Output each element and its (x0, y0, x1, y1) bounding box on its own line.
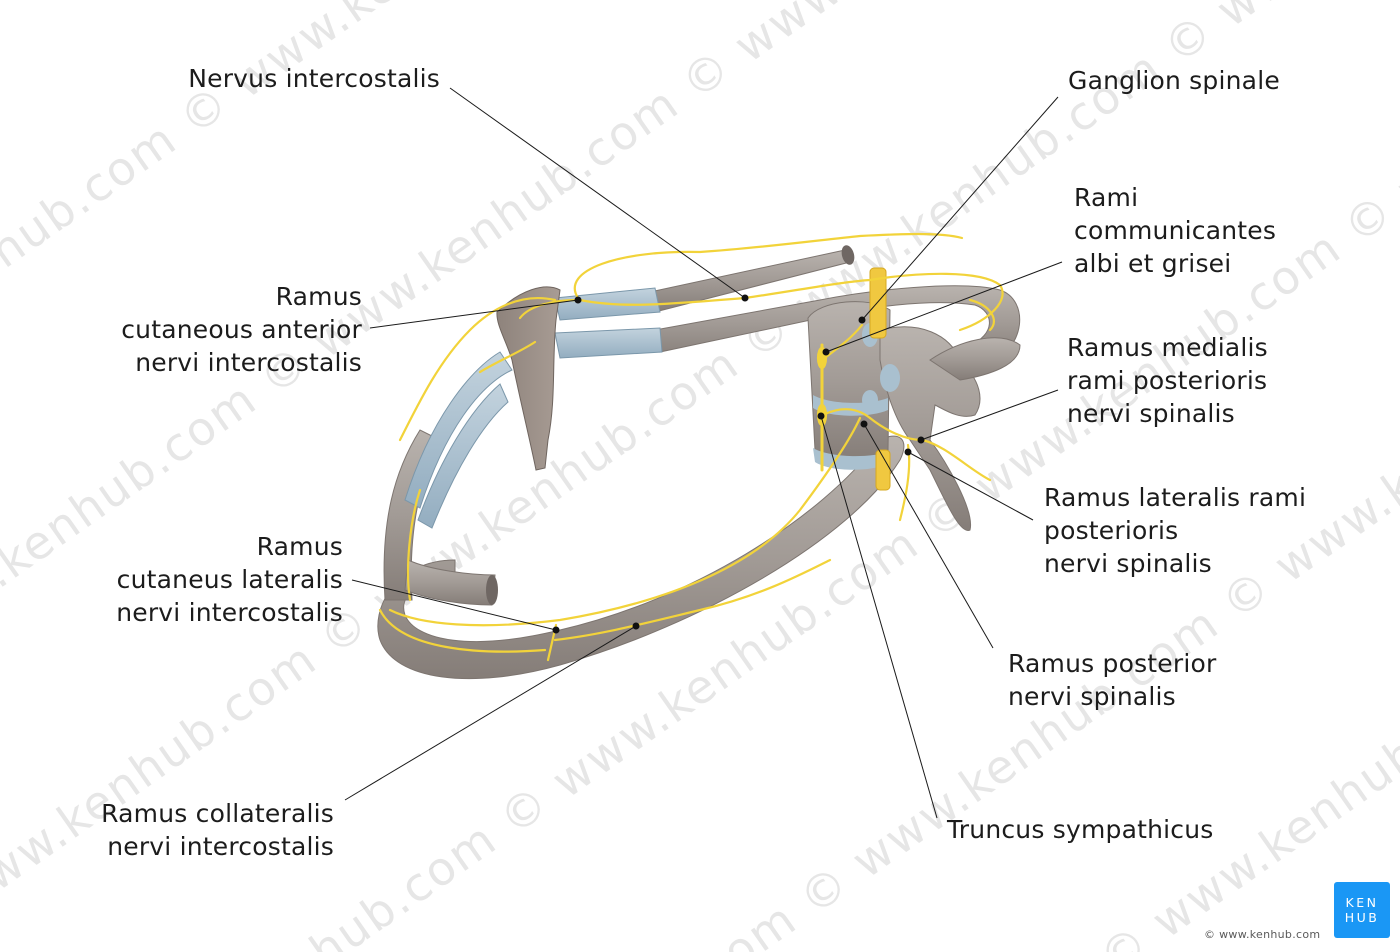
leader-ramus-cutaneus-lateralis (351, 579, 557, 631)
label-ramus-cutaneus-lateralis: Ramus cutaneus lateralis nervi intercost… (116, 532, 343, 627)
label-ramus-lateralis: Ramus lateralis rami posterioris nervi s… (1044, 483, 1307, 578)
leader-rami-communicantes (825, 261, 1063, 353)
nerves (378, 232, 1004, 662)
leader-ganglion-spinale (861, 96, 1059, 321)
leader-ramus-posterior (863, 423, 994, 649)
sternum (496, 286, 561, 471)
leader-truncus-sympathicus (820, 415, 938, 819)
rib-cut-end (404, 559, 498, 606)
copyright-notice: © www.kenhub.com (1204, 928, 1321, 941)
label-ramus-posterior: Ramus posterior nervi spinalis (1008, 649, 1217, 711)
label-truncus-sympathicus: Truncus sympathicus (947, 815, 1214, 844)
leader-ramus-cutaneous-anterior (369, 299, 579, 329)
label-rami-communicantes: Rami communicantes albi et grisei (1074, 183, 1277, 278)
leader-lines (344, 87, 1063, 819)
label-ramus-cutaneous-anterior: Ramus cutaneous anterior nervi intercost… (121, 282, 362, 377)
logo-text-top: KEN (1345, 895, 1379, 910)
label-ganglion-spinale: Ganglion spinale (1068, 66, 1280, 95)
leader-ramus-collateralis (344, 625, 637, 801)
leader-ramus-medialis (920, 389, 1059, 441)
spinal-cord (869, 267, 891, 491)
kenhub-logo[interactable]: KEN HUB (1334, 882, 1390, 938)
logo-text-bottom: HUB (1344, 910, 1380, 925)
label-nervus-intercostalis: Nervus intercostalis (188, 64, 440, 93)
leader-nervus-intercostalis (449, 87, 746, 299)
leader-ramus-lateralis (907, 451, 1034, 521)
label-ramus-medialis: Ramus medialis rami posterioris nervi sp… (1067, 333, 1268, 428)
leader-dots (552, 294, 925, 634)
label-ramus-collateralis: Ramus collateralis nervi intercostalis (101, 799, 334, 861)
